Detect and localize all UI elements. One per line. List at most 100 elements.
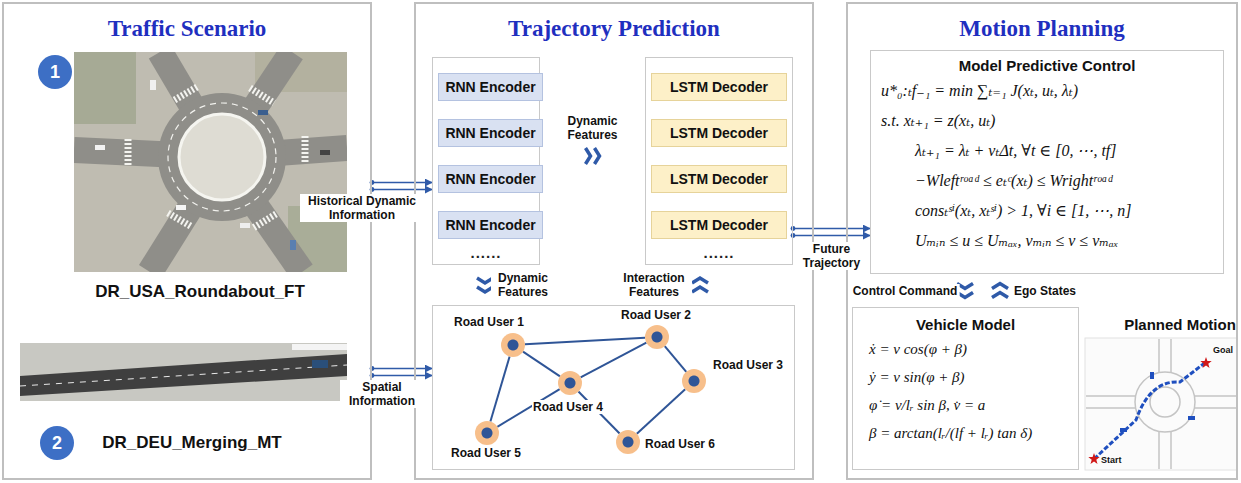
connector-label: Future Trajectory bbox=[797, 242, 867, 270]
box-title: Model Predictive Control bbox=[881, 57, 1213, 74]
equation: λₜ₊₁ = λₜ + vₜΔt, ∀t ∈ [0, ⋯, tf] bbox=[881, 136, 1213, 166]
map-annotation: Goal bbox=[1213, 345, 1233, 355]
road-user-label: Road User 1 bbox=[453, 315, 525, 329]
equation: ẏ = v sin(φ + β) bbox=[863, 363, 1068, 391]
decoder-box: LSTM Decoder bbox=[651, 211, 787, 239]
arrow-chevron bbox=[692, 287, 708, 292]
panel-frame: Trajectory Prediction......RNN EncoderRN… bbox=[414, 2, 814, 480]
panel-frame: Traffic Scenario 1 2 bbox=[2, 2, 372, 480]
map-ring bbox=[1135, 372, 1195, 432]
decoder-label: LSTM Decoder bbox=[670, 125, 768, 141]
car bbox=[312, 360, 328, 368]
equation: β = arctan(lᵣ/(lf + lᵣ) tan δ) bbox=[863, 419, 1068, 447]
graph-edge bbox=[665, 346, 687, 372]
panel-title: Traffic Scenario bbox=[4, 16, 370, 42]
map-road bbox=[1086, 407, 1135, 409]
panel-title: Trajectory Prediction bbox=[416, 16, 812, 42]
decoder-box: LSTM Decoder bbox=[651, 73, 787, 101]
connector-line bbox=[793, 235, 870, 237]
connector bbox=[581, 343, 647, 378]
car bbox=[258, 110, 268, 115]
crosswalks bbox=[128, 87, 305, 228]
map-road bbox=[1195, 407, 1236, 409]
equation: consₜˢⁱ(xₜ, xₜˢⁱ) > 1, ∀i ∈ [1, ⋯, n] bbox=[881, 196, 1213, 226]
lane-mark bbox=[20, 365, 347, 386]
decoder-box: LSTM Decoder bbox=[651, 119, 787, 147]
connector bbox=[791, 226, 870, 238]
encoder-box: RNN Encoder bbox=[438, 73, 543, 101]
connector-line bbox=[372, 182, 432, 184]
equation: φ̇ = v/lᵣ sin β, v̇ = a bbox=[863, 391, 1068, 419]
connector bbox=[637, 389, 685, 434]
connector bbox=[370, 180, 432, 192]
road bbox=[20, 354, 347, 396]
connector-label: Spatial Information bbox=[340, 380, 424, 408]
encoder-label: RNN Encoder bbox=[445, 125, 535, 141]
connector bbox=[692, 278, 708, 292]
connector bbox=[525, 338, 645, 345]
graph-edge bbox=[490, 357, 509, 422]
interaction-graph: Road User 1Road User 2Road User 3Road Us… bbox=[432, 305, 795, 470]
equation: −Wleftʳᵒᵃᵈ ≤ eₜᶜ(xₜ) ≤ Wrightʳᵒᵃᵈ bbox=[881, 166, 1213, 196]
road-user-label: Road User 5 bbox=[450, 446, 522, 460]
lane-mark bbox=[168, 103, 276, 211]
car bbox=[95, 145, 105, 150]
vehicle-model-box: Vehicle Modelẋ = v cos(φ + β)ẏ = v sin(φ… bbox=[852, 307, 1079, 470]
road-user-node: Road User 5 bbox=[475, 421, 499, 445]
map-ground bbox=[1085, 338, 1237, 470]
decoder-label: LSTM Decoder bbox=[670, 79, 768, 95]
grass bbox=[74, 52, 136, 124]
road-user-label: Road User 3 bbox=[712, 358, 784, 372]
decoder-label: LSTM Decoder bbox=[670, 217, 768, 233]
crosswalk bbox=[168, 213, 192, 227]
connector bbox=[992, 284, 1008, 298]
encoder-box: RNN Encoder bbox=[438, 211, 543, 239]
map-road bbox=[1086, 395, 1135, 397]
planned-path bbox=[1094, 362, 1206, 459]
connector-label: Historical Dynamic Information bbox=[300, 194, 424, 222]
car bbox=[150, 80, 156, 90]
crosswalk bbox=[253, 214, 276, 228]
start-dot bbox=[791, 226, 796, 231]
map-annotation: Start bbox=[1101, 455, 1122, 465]
map-road bbox=[1170, 339, 1172, 372]
connector bbox=[665, 346, 687, 372]
map-road bbox=[1195, 395, 1236, 397]
car bbox=[320, 150, 330, 155]
graph-edge bbox=[523, 352, 560, 377]
goal-star bbox=[1200, 357, 1211, 368]
road-user-label: Road User 6 bbox=[644, 437, 716, 451]
car bbox=[290, 240, 296, 250]
arrow-chevron bbox=[957, 293, 973, 298]
panel-title: Motion Planning bbox=[848, 16, 1236, 42]
encoder-label: RNN Encoder bbox=[445, 171, 535, 187]
road-user-node: Road User 1 bbox=[501, 333, 525, 357]
map-road bbox=[1158, 339, 1160, 372]
module-group: ......RNN EncoderRNN EncoderRNN EncoderR… bbox=[432, 57, 540, 265]
structure bbox=[292, 344, 347, 350]
connector bbox=[370, 366, 432, 378]
encoder-label: RNN Encoder bbox=[445, 217, 535, 233]
crosswalk bbox=[250, 88, 274, 103]
equation: s.t. xₜ₊₁ = z(xₜ, uₜ) bbox=[881, 106, 1213, 136]
badge-number: 1 bbox=[50, 62, 60, 83]
graph-edge bbox=[525, 338, 645, 345]
car bbox=[240, 223, 250, 228]
scenario-name: DR_DEU_Merging_MT bbox=[102, 433, 281, 453]
connector-label: Dynamic Features bbox=[556, 114, 630, 142]
module-group: ......LSTM DecoderLSTM DecoderLSTM Decod… bbox=[645, 57, 793, 265]
encoder-label: RNN Encoder bbox=[445, 79, 535, 95]
number-badge: 2 bbox=[40, 426, 74, 460]
arrow-chevron bbox=[586, 148, 591, 164]
arrow-chevron bbox=[692, 278, 708, 283]
crosswalk bbox=[125, 139, 132, 166]
ring-road bbox=[158, 93, 286, 221]
map-roads bbox=[1086, 339, 1236, 469]
connector-line bbox=[793, 228, 870, 230]
road-user-node: Road User 6 bbox=[616, 430, 640, 454]
panel-frame: Motion PlanningModel Predictive Controlu… bbox=[846, 2, 1238, 480]
crosswalk bbox=[173, 87, 197, 101]
car bbox=[176, 205, 186, 210]
connector bbox=[586, 148, 600, 164]
connector-line bbox=[372, 375, 432, 377]
